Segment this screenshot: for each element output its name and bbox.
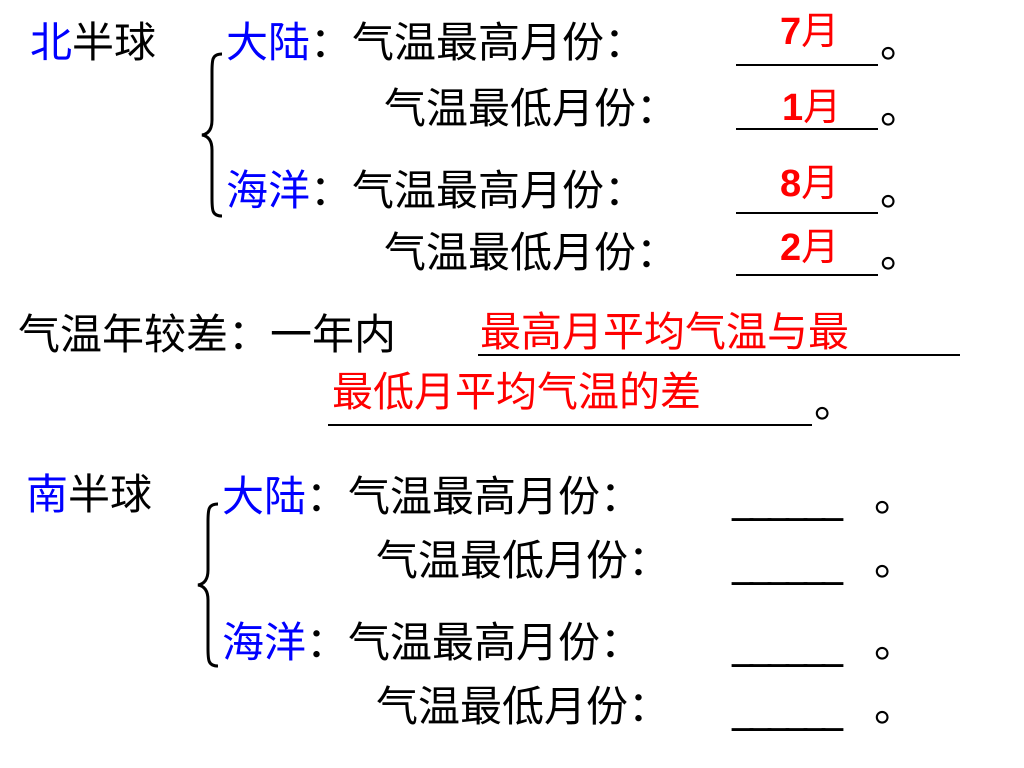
north-continent-high-label: 气温最高月份： — [352, 18, 647, 67]
south-continent-low-label: 气温最低月份： — [376, 536, 671, 585]
answer-number: 1 — [782, 87, 804, 129]
range-answer-line1: 最高月平均气温与最 — [480, 308, 849, 356]
south-continent-colon: ： — [306, 472, 349, 521]
south-continent-high-label: 气温最高月份： — [348, 472, 643, 521]
north-ocean-low-answer: 2月 — [780, 228, 839, 267]
period: 。 — [814, 378, 857, 427]
north-ocean-high-label: 气温最高月份： — [352, 166, 647, 215]
south-ocean-label: 海洋 — [222, 618, 307, 667]
period: 。 — [874, 472, 917, 521]
period: 。 — [880, 166, 923, 215]
north-hemisphere-title: 北半球 — [30, 22, 156, 64]
north-ocean-high-answer: 8月 — [780, 164, 839, 203]
period: 。 — [880, 84, 923, 133]
north-suffix: 半球 — [72, 18, 157, 67]
south-ocean-colon: ： — [306, 618, 349, 667]
south-continent-high-blank[interactable]: ______ — [732, 472, 843, 521]
north-continent-label: 大陆 — [226, 18, 311, 67]
north-continent-low-label: 气温最低月份： — [384, 84, 679, 133]
answer-unit: 月 — [803, 85, 842, 129]
north-prefix: 北 — [30, 18, 73, 67]
range-label: 气温年较差：一年内 — [18, 310, 397, 359]
answer-number: 8 — [780, 163, 802, 205]
north-continent-high-answer: 7月 — [780, 12, 839, 51]
north-ocean-label: 海洋 — [226, 166, 311, 215]
north-ocean-row: 海洋：气温最高月份： — [226, 170, 646, 212]
south-brace — [197, 502, 219, 668]
range-answer-line2: 最低月平均气温的差 — [332, 368, 701, 416]
north-continent-low-answer: 1月 — [782, 88, 841, 127]
range-blank-line2[interactable] — [328, 424, 812, 426]
period: 。 — [874, 618, 917, 667]
south-continent-row: 大陆：气温最高月份： — [222, 476, 642, 518]
north-ocean-colon: ： — [310, 166, 353, 215]
south-suffix: 半球 — [68, 470, 153, 519]
period: 。 — [874, 536, 917, 585]
north-ocean-low-blank[interactable] — [736, 274, 878, 276]
north-brace — [201, 52, 223, 218]
south-prefix: 南 — [26, 470, 69, 519]
answer-number: 7 — [780, 11, 802, 53]
south-ocean-high-blank[interactable]: ______ — [732, 618, 843, 667]
answer-unit: 月 — [801, 9, 840, 53]
north-continent-colon: ： — [310, 18, 353, 67]
north-continent-low-blank[interactable] — [736, 128, 878, 130]
range-blank-line1[interactable] — [478, 354, 960, 356]
period: 。 — [880, 228, 923, 277]
period: 。 — [874, 682, 917, 731]
north-continent-high-blank[interactable] — [736, 64, 878, 66]
north-continent-row: 大陆：气温最高月份： — [226, 22, 646, 64]
north-ocean-high-blank[interactable] — [736, 212, 878, 214]
answer-unit: 月 — [801, 161, 840, 205]
south-ocean-high-label: 气温最高月份： — [348, 618, 643, 667]
north-ocean-low-label: 气温最低月份： — [384, 228, 679, 277]
answer-number: 2 — [780, 227, 802, 269]
south-hemisphere-title: 南半球 — [26, 474, 152, 516]
south-continent-label: 大陆 — [222, 472, 307, 521]
south-ocean-low-label: 气温最低月份： — [376, 682, 671, 731]
south-ocean-row: 海洋：气温最高月份： — [222, 622, 642, 664]
answer-unit: 月 — [801, 225, 840, 269]
south-continent-low-blank[interactable]: ______ — [732, 536, 843, 585]
period: 。 — [880, 18, 923, 67]
south-ocean-low-blank[interactable]: ______ — [732, 682, 843, 731]
